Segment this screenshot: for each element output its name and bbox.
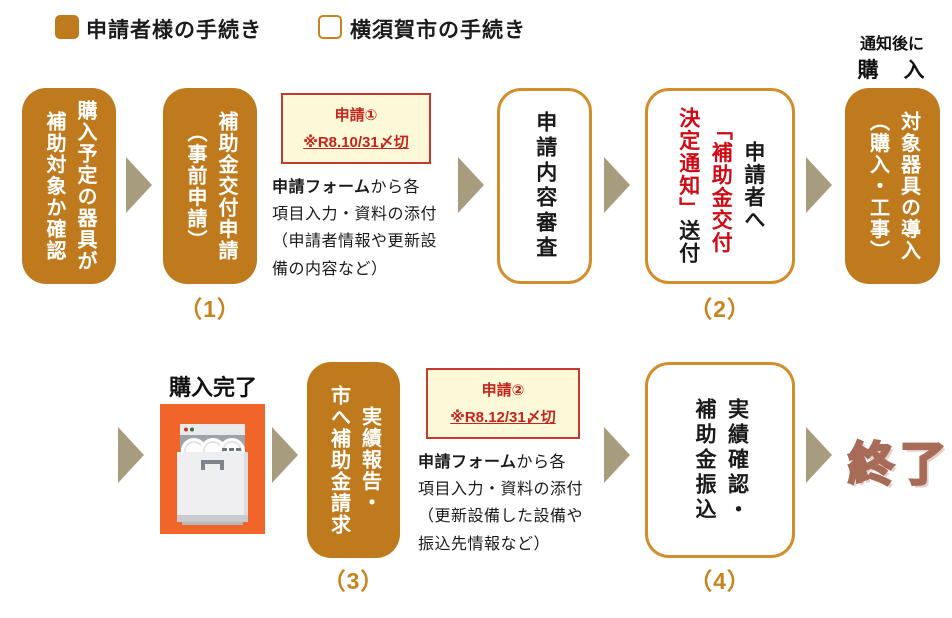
step-box-application-review: 申請内容審査	[497, 88, 592, 284]
step-box-install-equipment-label: 対象器具の導入 （購入・工事）	[866, 110, 920, 262]
flow-arrow-icon	[272, 427, 298, 483]
step-box-grant-decision-notice: 申請者へ 「補助金交付 決定通知」送付	[645, 88, 795, 284]
step-box-report-and-claim: 実績報告・ 市へ補助金請求	[307, 362, 400, 558]
purchase-after-notice-line2: 購 入	[857, 59, 927, 82]
step-box-confirm-and-transfer-label: 実績確認・ 補助金振込	[693, 397, 749, 523]
application1-description-rest: から各 項目入力・資料の添付 （申請者情報や更新設 備の内容など）	[272, 179, 438, 278]
notice-post-text: 送付	[676, 219, 700, 265]
step-box-grant-decision-notice-label: 申請者へ 「補助金交付 決定通知」送付	[671, 107, 769, 265]
application2-description: 申請フォームから各 項目入力・資料の添付 （更新設備した設備や 振込先情報など）	[418, 449, 604, 558]
flow-arrow-icon	[458, 157, 484, 213]
step-box-report-and-claim-label: 実績報告・ 市へ補助金請求	[327, 384, 381, 536]
application1-deadline-note: 申請① ※R8.10/31〆切	[281, 93, 431, 164]
step-box-install-equipment: 対象器具の導入 （購入・工事）	[845, 88, 940, 284]
step-number-1: （1）	[179, 296, 241, 322]
application1-description: 申請フォームから各 項目入力・資料の添付 （申請者情報や更新設 備の内容など）	[272, 174, 454, 283]
step-box-check-eligibility-label: 購入予定の器具が 補助対象か確認	[43, 100, 96, 272]
notice-pre-text: 申請者へ	[741, 141, 765, 231]
applicant-legend-swatch-icon	[55, 15, 79, 39]
end-label: 終了	[847, 437, 952, 492]
flow-arrow-icon	[604, 157, 630, 213]
application2-description-bold: 申請フォーム	[418, 454, 517, 471]
purchase-after-notice-line1: 通知後に	[859, 36, 924, 53]
notice-highlight-text: 「補助金交付 決定通知」	[676, 107, 733, 254]
applicant-legend-label: 申請者様の手続き	[86, 19, 262, 42]
application1-description-bold: 申請フォーム	[272, 179, 371, 196]
city-legend-label: 横須賀市の手続き	[350, 19, 526, 42]
step-box-grant-application-label: 補助金交付申請 （事前申請）	[184, 110, 237, 262]
application2-deadline-note: 申請② ※R8.12/31〆切	[426, 368, 580, 439]
application1-title: 申請①	[334, 107, 378, 124]
flow-arrow-icon	[806, 427, 832, 483]
purchase-complete-label: 購入完了	[168, 375, 257, 400]
step-number-2: （2）	[689, 296, 751, 322]
application2-deadline: ※R8.12/31〆切	[450, 409, 556, 426]
dishwasher-illustration-icon	[160, 404, 265, 539]
step-box-grant-application: 補助金交付申請 （事前申請）	[163, 88, 257, 284]
application2-title: 申請②	[481, 382, 525, 399]
step-number-3: （3）	[322, 568, 385, 594]
flow-arrow-icon	[118, 427, 144, 483]
application1-deadline: ※R8.10/31〆切	[303, 134, 409, 151]
flow-arrow-icon	[806, 157, 832, 213]
city-legend-swatch-icon	[318, 15, 342, 39]
application2-description-rest: から各 項目入力・資料の添付 （更新設備した設備や 振込先情報など）	[418, 454, 584, 553]
step-box-check-eligibility: 購入予定の器具が 補助対象か確認	[22, 88, 116, 284]
purchase-after-notice-note: 通知後に 購 入	[836, 30, 948, 84]
step-number-4: （4）	[689, 568, 751, 594]
flow-arrow-icon	[126, 157, 152, 213]
flow-arrow-icon	[604, 427, 630, 483]
step-box-application-review-label: 申請内容審査	[533, 111, 557, 261]
step-box-confirm-and-transfer: 実績確認・ 補助金振込	[645, 362, 795, 558]
